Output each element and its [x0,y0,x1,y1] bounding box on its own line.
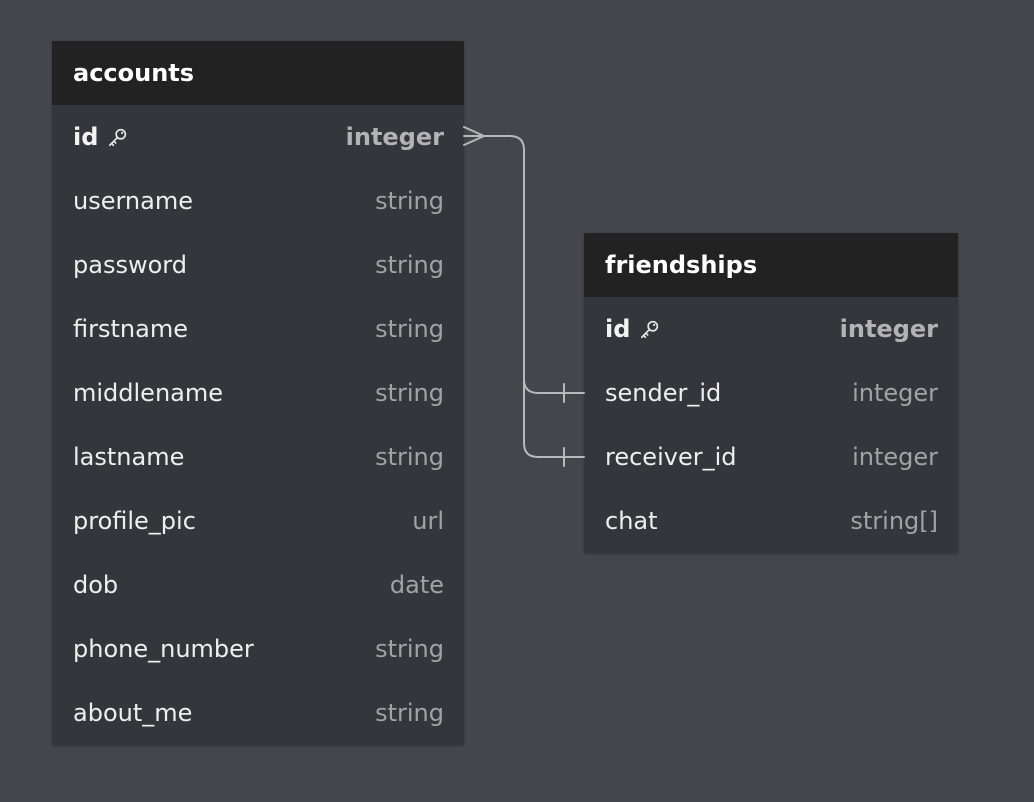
friendships-table-title: friendships [584,233,958,297]
accounts-row-about-me[interactable]: about_me string [52,681,464,745]
accounts-row-lastname[interactable]: lastname string [52,425,464,489]
key-icon [109,128,127,147]
friendships-row-sender-id[interactable]: sender_id integer [584,361,958,425]
friendships-table[interactable]: friendships id integer sender_id integer… [584,233,958,553]
accounts-row-password[interactable]: password string [52,233,464,297]
field-type: integer [852,443,938,471]
field-name: receiver_id [605,443,737,471]
accounts-row-profile-pic[interactable]: profile_pic url [52,489,464,553]
relation-line-sender [463,135,585,394]
field-name: username [73,187,193,215]
field-type: url [412,507,444,535]
field-name: id [73,123,99,151]
field-name: middlename [73,379,224,407]
field-name: chat [605,507,658,535]
accounts-row-id[interactable]: id integer [52,105,464,169]
field-name: sender_id [605,379,722,407]
field-name: phone_number [73,635,254,663]
field-type: string [375,443,444,471]
field-type: date [389,571,444,599]
field-type: string[] [850,507,938,535]
accounts-row-firstname[interactable]: firstname string [52,297,464,361]
field-name: dob [73,571,119,599]
field-name: profile_pic [73,507,196,535]
accounts-row-username[interactable]: username string [52,169,464,233]
field-name: id [605,315,631,343]
field-name: password [73,251,187,279]
accounts-row-phone-number[interactable]: phone_number string [52,617,464,681]
accounts-row-middlename[interactable]: middlename string [52,361,464,425]
friendships-row-receiver-id[interactable]: receiver_id integer [584,425,958,489]
field-type: integer [345,123,444,151]
friendships-row-id[interactable]: id integer [584,297,958,361]
accounts-table[interactable]: accounts id integer username string pass… [52,41,464,745]
accounts-table-title: accounts [52,41,464,105]
field-type: integer [852,379,938,407]
field-type: string [375,187,444,215]
field-type: string [375,251,444,279]
crowfoot-many-marker [463,126,485,146]
field-name: lastname [73,443,185,471]
relation-line-receiver [523,378,585,458]
field-type: string [375,315,444,343]
field-name: about_me [73,699,193,727]
key-icon [641,320,659,339]
field-type: string [375,699,444,727]
field-type: integer [839,315,938,343]
accounts-row-dob[interactable]: dob date [52,553,464,617]
friendships-row-chat[interactable]: chat string[] [584,489,958,553]
field-name: firstname [73,315,188,343]
field-type: string [375,635,444,663]
field-type: string [375,379,444,407]
